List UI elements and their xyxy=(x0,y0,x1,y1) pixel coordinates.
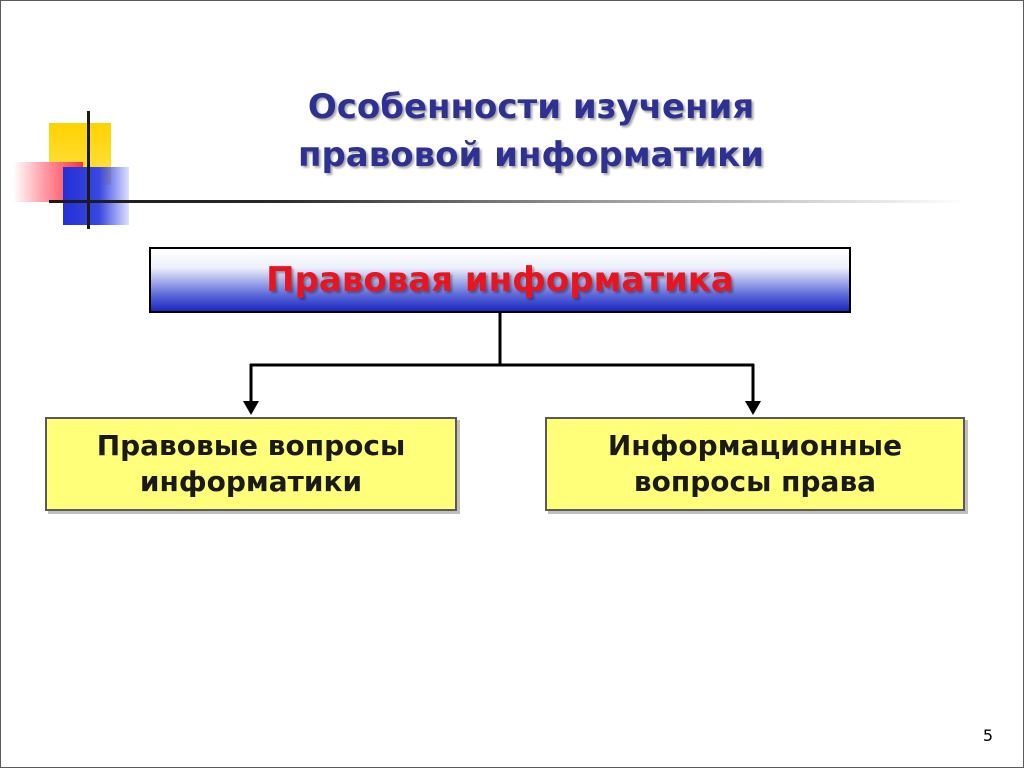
slide-title: Особенности изучения правовой информатик… xyxy=(201,83,861,179)
root-node-label: Правовая информатика xyxy=(266,260,734,300)
arrow-down-icon xyxy=(243,401,259,415)
slide-title-line-2: правовой информатики xyxy=(297,135,765,175)
title-underline xyxy=(49,200,967,203)
child-node-legal-issues: Правовые вопросы информатики xyxy=(45,417,457,511)
page-number: 5 xyxy=(982,726,993,745)
child-node-label-line-2: вопросы права xyxy=(633,465,877,498)
root-node: Правовая информатика xyxy=(149,247,851,313)
child-node-label-line-1: Информационные xyxy=(607,429,903,462)
decor-blue-square xyxy=(63,167,129,225)
slide-title-line-1: Особенности изучения xyxy=(307,87,755,127)
decor-vertical-line xyxy=(87,111,90,229)
child-node-information-issues: Информационные вопросы права xyxy=(545,417,965,511)
child-node-label-line-2: информатики xyxy=(139,465,363,498)
child-node-label-line-1: Правовые вопросы xyxy=(96,429,406,462)
arrow-down-icon xyxy=(745,401,761,415)
